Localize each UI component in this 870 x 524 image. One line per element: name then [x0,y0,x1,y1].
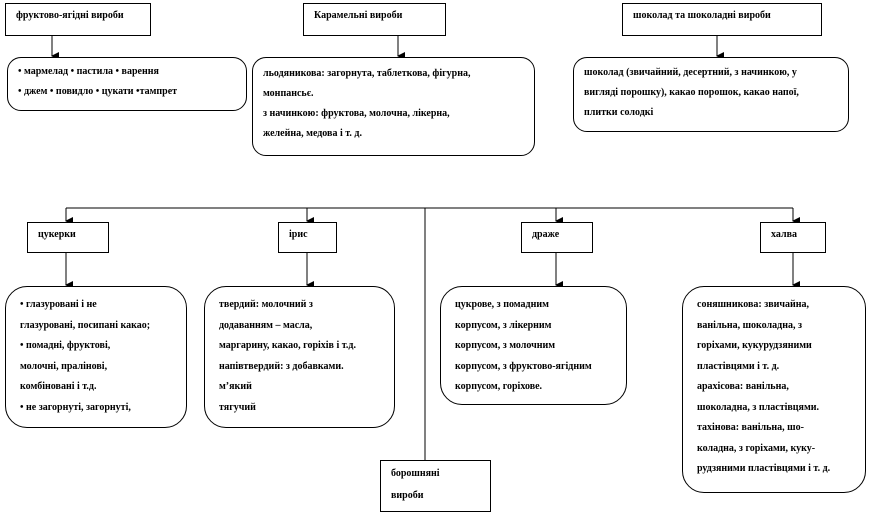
detail-line: додаванням – масла, [219,319,313,331]
detail-line: • не загорнуті, загорнуті, [20,401,131,413]
detail-line: м’який [219,381,252,392]
detail-line: тягучий [219,401,256,413]
detail-line: коладна, з горіхами, куку- [697,442,816,454]
detail-line: маргарину, какао, горіхів і т.д. [219,340,356,351]
dragee-details: цукрове, з помадним корпусом, з лікерним… [440,286,627,405]
candies-category: цукерки [27,222,109,253]
detail-line: • джем • повидло • цукати •тампрет [18,86,178,97]
dragee-category: драже [521,222,593,253]
category-title: борошняні [391,468,440,479]
detail-line: корпусом, з фруктово-ягідним [455,360,592,372]
toffee-details: твердий: молочний з додаванням – масла, … [204,286,395,428]
detail-line: корпусом, горіхове. [455,381,543,392]
caramel-details: льодяникова: загорнута, таблеткова, фігу… [252,57,535,156]
category-title: фруктово-ягідні вироби [16,10,124,21]
caramel-category: Карамельні вироби [303,3,446,36]
flour-products-category: борошняні вироби [380,460,491,512]
detail-line: шоколад (звичайний, десертний, з начинко… [584,67,797,78]
fruit-berry-category: фруктово-ягідні вироби [5,3,151,36]
detail-line: желейна, медова і т. д. [263,128,362,139]
detail-line: • мармелад • пастила • варення [18,66,159,77]
chocolate-details: шоколад (звичайний, десертний, з начинко… [573,57,849,132]
fruit-berry-details: • мармелад • пастила • варення • джем • … [7,57,247,111]
category-title: драже [532,229,560,240]
detail-line: • помадні, фруктові, [20,340,111,351]
detail-line: пластівцями і т. д. [697,360,780,372]
candies-details: • глазуровані і не глазуровані, посипані… [5,286,187,428]
category-title: шоколад та шоколадні вироби [633,10,771,21]
chocolate-category: шоколад та шоколадні вироби [622,3,822,36]
detail-line: напівтвердий: з добавками. [219,360,344,372]
detail-line: рудзяними пластівцями і т. д. [697,463,831,474]
detail-line: цукрове, з помадним [455,299,549,310]
category-title: Карамельні вироби [314,10,403,21]
toffee-category: ірис [278,222,337,253]
detail-line: горіхами, кукурудзяними [697,340,812,351]
detail-line: ванільна, шоколадна, з [697,319,802,331]
detail-line: льодяникова: загорнута, таблеткова, фігу… [263,68,471,79]
category-title: халва [771,229,797,240]
halva-details: соняшникова: звичайна, ванільна, шоколад… [682,286,866,493]
detail-line: монпансьє. [263,88,314,99]
detail-line: корпусом, з лікерним [455,319,552,331]
category-title: ірис [289,229,308,240]
detail-line: молочні, пралінові, [20,360,108,372]
detail-line: вигляді порошку), какао порошок, какао н… [584,87,799,98]
detail-line: шоколадна, з пластівцями. [697,401,820,413]
detail-line: плитки солодкі [584,107,654,118]
category-title: цукерки [38,229,76,240]
detail-line: твердий: молочний з [219,299,313,310]
category-title: вироби [391,490,424,501]
detail-line: • глазуровані і не [20,299,97,310]
detail-line: соняшникова: звичайна, [697,299,810,310]
detail-line: арахісова: ванільна, [697,381,789,392]
detail-line: глазуровані, посипані какао; [20,319,151,331]
halva-category: халва [760,222,826,253]
detail-line: корпусом, з молочним [455,340,556,351]
detail-line: тахінова: ванільна, шо- [697,422,804,433]
detail-line: з начинкою: фруктова, молочна, лікерна, [263,108,450,119]
detail-line: комбіновані і т.д. [20,381,97,392]
